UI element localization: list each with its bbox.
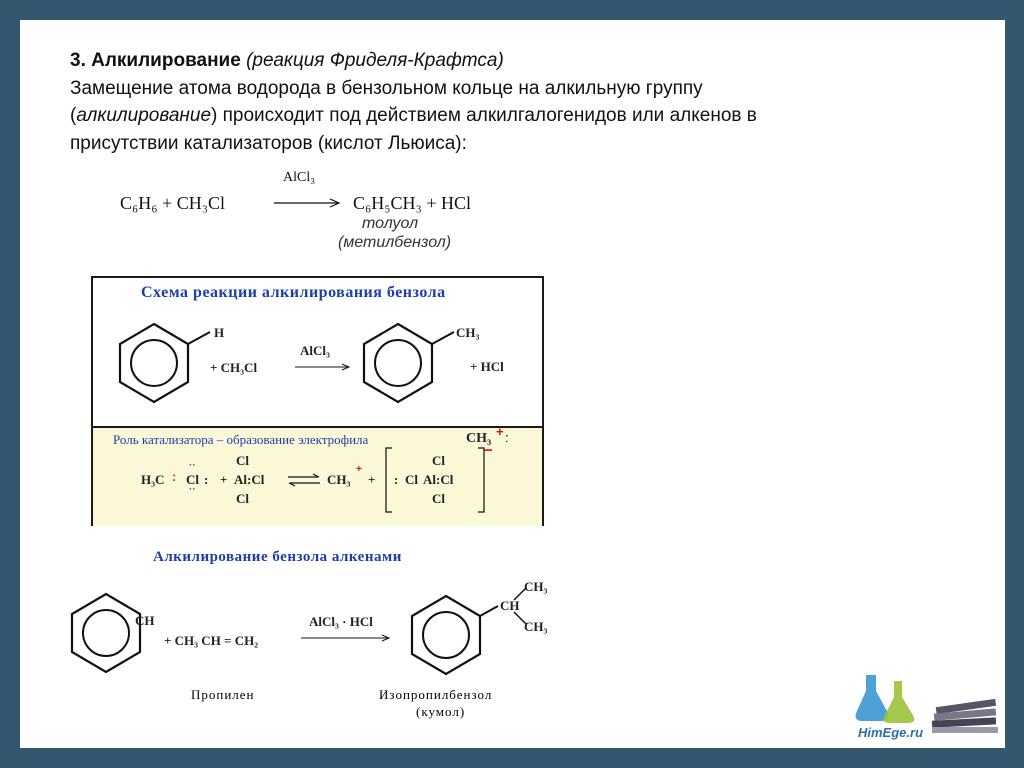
mech-cl-bottom: Cl — [236, 491, 249, 506]
mech-lone-pair-bottom: ·· — [189, 484, 196, 495]
cumene-ch: CH — [500, 598, 520, 613]
product-alt-name: (метилбензол) — [338, 234, 452, 251]
cumene-ch3-bottom: CH₃ — [524, 619, 548, 634]
electrophile: CH₃ — [466, 431, 492, 446]
benzene-ring-2-icon — [70, 592, 142, 674]
mech-colon: : — [204, 472, 209, 487]
site-logo: HimEge.ru — [848, 663, 1005, 748]
heading-italic-term: алкилирование — [76, 105, 212, 126]
complex-cl-bottom: Cl — [432, 491, 445, 506]
complex-brackets — [385, 447, 485, 513]
mech-h3c: H₃C — [141, 472, 165, 487]
section-subtitle: (реакция Фриделя-Крафтса) — [246, 50, 504, 71]
benzene-ring-icon — [118, 322, 211, 404]
equation-left: C₆H₆ + CH₃Cl — [120, 193, 225, 213]
logo-text: HimEge.ru — [858, 725, 924, 740]
mech-plus-2: + — [368, 472, 376, 487]
cumene-ring-icon — [410, 587, 527, 676]
scheme-h: H — [214, 325, 225, 340]
mech-alcl: Al:Cl — [234, 472, 265, 487]
heading-line-3: присутствии катализаторов (кислот Льюиса… — [70, 132, 467, 154]
equilibrium-arrow-icon — [288, 473, 320, 487]
mech-cl-1: Cl — [186, 472, 199, 487]
complex-colon: : — [394, 472, 399, 487]
toluene-ring-icon — [362, 322, 455, 404]
mech-ch3: CH₃ — [327, 472, 351, 487]
scheme-ch3: CH₃ — [456, 325, 480, 340]
complex-cl-top: Cl — [432, 453, 445, 468]
scheme-catalyst: AlCl₃ — [300, 343, 330, 358]
mech-cl-top: Cl — [236, 453, 249, 468]
cumene-name: Изопропилбензол — [379, 687, 493, 702]
mech-dots-1: : — [172, 469, 177, 484]
mech-ch3-charge: + — [356, 464, 362, 475]
heading-block: 3. Алкилирование (реакция Фриделя-Крафтс… — [70, 47, 950, 157]
reagent-name: Пропилен — [191, 687, 255, 702]
equation-arrow — [274, 198, 341, 208]
cumene-ch3-top: CH₃ — [524, 579, 548, 594]
equation-catalyst: AlCl₃ — [283, 170, 316, 185]
mech-lone-pair-top: ·· — [189, 460, 196, 471]
alkenes-title: Алкилирование бензола алкенами — [153, 549, 402, 565]
equation-right: C₆H₅CH₃ + HCl — [353, 193, 471, 213]
complex-cl-left: Cl — [405, 472, 418, 487]
scheme-reagent: + CH₃Cl — [210, 360, 258, 375]
alkene-arrow — [301, 634, 391, 642]
alkene-reagent: + CH₃ CH = CH₂ — [164, 633, 259, 648]
alkene-ring-ch: CH — [135, 613, 155, 628]
scheme-byproduct: + HCl — [470, 359, 504, 374]
alkene-catalyst: AlCl₃ · HCl — [309, 614, 373, 629]
catalyst-role-text: Роль катализатора – образование электроф… — [113, 432, 369, 447]
scheme-arrow — [295, 363, 351, 371]
electrophile-charge: + — [496, 424, 504, 439]
heading-line-2: ) происходит под действием алкилгалогени… — [211, 105, 757, 126]
product-name: толуол — [362, 215, 419, 232]
cumene-alt-name: (кумол) — [416, 704, 466, 719]
complex-alcl: Al:Cl — [423, 472, 454, 487]
section-title: 3. Алкилирование — [70, 50, 241, 71]
scheme-title: Схема реакции алкилирования бензола — [141, 284, 446, 301]
flasks-books-icon — [855, 675, 998, 733]
electrophile-dots: : — [505, 430, 509, 445]
complex-charge: − — [484, 442, 493, 459]
mech-plus-1: + — [220, 472, 228, 487]
heading-line-1: Замещение атома водорода в бензольном ко… — [70, 77, 703, 99]
